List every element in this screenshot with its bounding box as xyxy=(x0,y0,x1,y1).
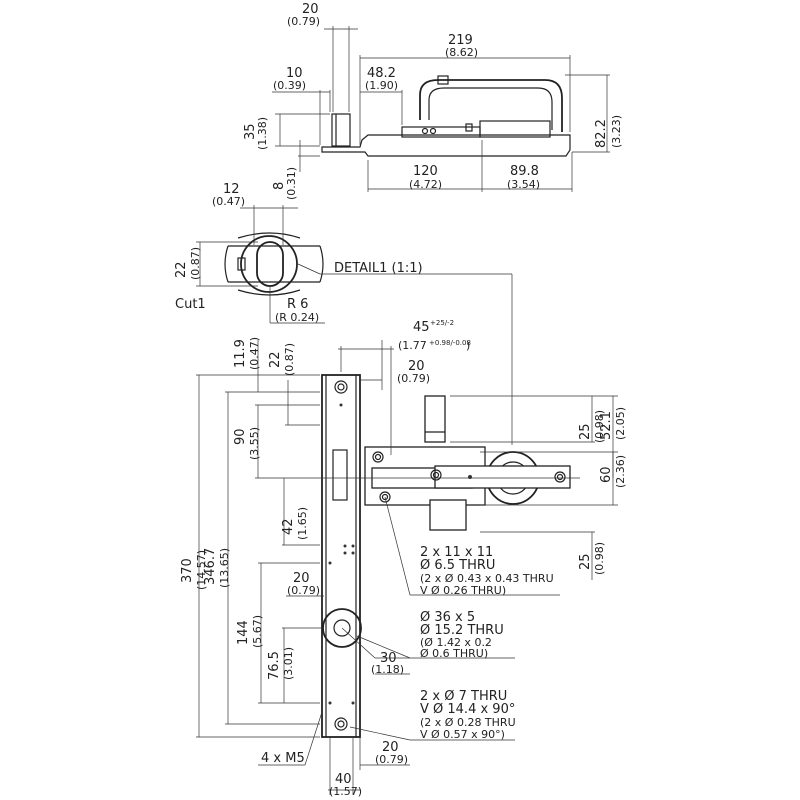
note1-line3: (2 x Ø 0.43 x 0.43 THRU xyxy=(420,572,554,585)
dim-35: 35 xyxy=(243,123,258,140)
dim-52: 52.1 xyxy=(599,411,614,440)
front-view: 45 +25/-2 (1.77 +0.98/-0.08 ) 20 (0.79) … xyxy=(180,319,627,798)
dim-42-in: (1.65) xyxy=(296,507,309,540)
dim-35-in: (1.38) xyxy=(256,117,269,150)
dim-120: 120 xyxy=(413,164,438,179)
handle xyxy=(419,79,563,132)
dim-20b: 20 xyxy=(293,571,310,586)
top-view: 20 (0.79) 219 (8.62) 10 (0.39) 48.2 (1.9… xyxy=(243,2,623,200)
dim-45-in-close: ) xyxy=(466,339,470,352)
dim-20c: 20 xyxy=(382,740,399,755)
slot-window xyxy=(332,449,348,501)
dim-25b: 25 xyxy=(578,553,593,570)
dim-12-in: (0.47) xyxy=(212,195,245,208)
dim-25a-in: (0.98) xyxy=(593,410,606,443)
dim-76-in: (3.01) xyxy=(282,647,295,680)
hole-notes: 2 x 11 x 11 Ø 6.5 THRU (2 x Ø 0.43 x 0.4… xyxy=(349,496,560,741)
dim-370-in: (14.57) xyxy=(195,550,208,590)
note2-line3: (Ø 1.42 x 0.2 xyxy=(420,636,492,649)
cut-label: Cut1 xyxy=(175,297,206,312)
dim-370: 370 xyxy=(180,558,195,583)
dim-11-9-in: (0.47) xyxy=(248,337,261,370)
dim-60: 60 xyxy=(599,466,614,483)
m5-label: 4 x M5 xyxy=(261,751,305,766)
dim-90-in: (3.55) xyxy=(248,427,261,460)
dim-42: 42 xyxy=(281,518,296,535)
detail-profile xyxy=(228,245,320,283)
detail-label: DETAIL1 (1:1) xyxy=(334,261,423,276)
dim-82: 82.2 xyxy=(594,119,609,148)
dim-45-in-tol: +0.98/-0.08 xyxy=(429,339,471,347)
dim-20b-in: (0.79) xyxy=(287,584,320,597)
dim-22-detail: 22 xyxy=(174,261,189,278)
dim-20-top-in: (0.79) xyxy=(287,15,320,28)
dim-89-in: (3.54) xyxy=(507,178,540,191)
dim-144: 144 xyxy=(236,620,251,645)
dim-20a: 20 xyxy=(408,359,425,374)
dim-25a: 25 xyxy=(578,423,593,440)
dim-22-detail-in: (0.87) xyxy=(189,247,202,280)
dim-r6-in: (R 0.24) xyxy=(275,311,319,324)
dim-10: 10 xyxy=(286,66,303,81)
dim-219-in: (8.62) xyxy=(445,46,478,59)
dim-10-in: (0.39) xyxy=(273,79,306,92)
dim-45-in: (1.77 xyxy=(398,339,427,352)
note2-line2: Ø 15.2 THRU xyxy=(420,623,504,638)
dim-40-in: (1.57) xyxy=(329,785,362,798)
dim-82-in: (3.23) xyxy=(610,115,623,148)
base-plate xyxy=(321,134,571,157)
note1-line2: Ø 6.5 THRU xyxy=(420,558,495,573)
dim-25b-in: (0.98) xyxy=(593,542,606,575)
dim-89: 89.8 xyxy=(510,164,539,179)
dim-144-in: (5.67) xyxy=(251,615,264,648)
note1-line4: V Ø 0.26 THRU) xyxy=(420,584,506,597)
dim-20c-in: (0.79) xyxy=(375,753,408,766)
dim-120-in: (4.72) xyxy=(409,178,442,191)
latch-plate xyxy=(424,395,446,443)
main-bar xyxy=(321,374,361,738)
dim-30: 30 xyxy=(380,651,397,666)
dim-40: 40 xyxy=(335,772,352,787)
dim-8-in: (0.31) xyxy=(285,167,298,200)
dim-48: 48.2 xyxy=(367,66,396,81)
note3-line3: (2 x Ø 0.28 THRU xyxy=(420,716,516,729)
dim-346-in: (13.65) xyxy=(218,548,231,588)
dim-219: 219 xyxy=(448,33,473,48)
dim-8: 8 xyxy=(272,182,287,190)
handle-arm xyxy=(434,465,571,489)
stud-block xyxy=(331,113,351,147)
dim-22-front: 22 xyxy=(268,351,283,368)
dim-20a-in: (0.79) xyxy=(397,372,430,385)
slot-outer xyxy=(240,235,298,293)
detail-view: 12 (0.47) 22 (0.87) R 6 (R 0.24) Cut1 DE… xyxy=(174,182,513,445)
note3-line1: 2 x Ø 7 THRU xyxy=(420,689,507,704)
dim-22-front-in: (0.87) xyxy=(283,343,296,376)
note1-line1: 2 x 11 x 11 xyxy=(420,545,493,560)
dim-45: 45 xyxy=(413,320,430,335)
dim-52-in: (2.05) xyxy=(614,407,627,440)
dim-346: 346.7 xyxy=(203,548,218,585)
dim-45-tol: +25/-2 xyxy=(430,319,454,327)
dim-76: 76.5 xyxy=(267,651,282,680)
note2-line4: Ø 0.6 THRU) xyxy=(420,647,488,660)
dim-12: 12 xyxy=(223,182,240,197)
large-hole xyxy=(322,608,362,648)
note3-line4: V Ø 0.57 x 90°) xyxy=(420,728,505,741)
slot-inner xyxy=(256,241,284,287)
dim-30-in: (1.18) xyxy=(371,663,404,676)
note2-line1: Ø 36 x 5 xyxy=(420,610,475,625)
dim-48-in: (1.90) xyxy=(365,79,398,92)
note3-line2: V Ø 14.4 x 90° xyxy=(420,702,515,717)
dim-11-9: 11.9 xyxy=(233,339,248,368)
dim-20-top: 20 xyxy=(302,2,319,17)
dim-r6: R 6 xyxy=(287,297,308,312)
dim-60-in: (2.36) xyxy=(614,455,627,488)
dim-90: 90 xyxy=(233,428,248,445)
